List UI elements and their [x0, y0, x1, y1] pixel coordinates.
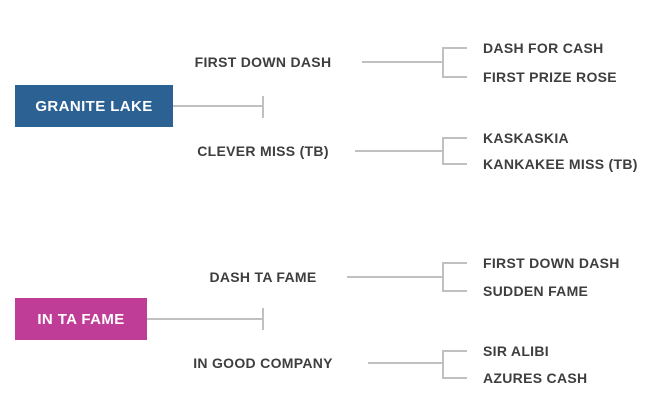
tree2-dam-grandsire-name: SIR ALIBI [483, 343, 549, 359]
tree2-sire-name: DASH TA FAME [209, 269, 317, 285]
connector-tick [262, 96, 264, 118]
connector-hline [362, 61, 443, 63]
tree1-sire-name: FIRST DOWN DASH [194, 54, 332, 70]
tree1-dam-grandsire-name: KASKASKIA [483, 130, 569, 146]
bracket-stub [442, 163, 467, 165]
bracket-stub [442, 47, 467, 49]
bracket-stub [442, 137, 467, 139]
root-box-in-ta-fame[interactable]: IN TA FAME [15, 298, 147, 340]
bracket-stub [442, 377, 467, 379]
tree2-grandsire-name: FIRST DOWN DASH [483, 255, 620, 271]
connector-hline [347, 276, 443, 278]
bracket-stub [442, 76, 467, 78]
bracket-vline [442, 137, 444, 165]
bracket-vline [442, 262, 444, 292]
root-box-granite-lake[interactable]: GRANITE LAKE [15, 85, 173, 127]
tree2-granddam-name: SUDDEN FAME [483, 283, 589, 299]
tree1-dam-granddam-name: KANKAKEE MISS (TB) [483, 156, 638, 172]
bracket-stub [442, 262, 467, 264]
connector-hline [368, 362, 443, 364]
connector-hline [173, 105, 263, 107]
bracket-stub [442, 350, 467, 352]
tree1-dam-name: CLEVER MISS (TB) [197, 143, 329, 159]
tree2-dam-name: IN GOOD COMPANY [193, 355, 333, 371]
bracket-stub [442, 290, 467, 292]
connector-tick [262, 308, 264, 330]
connector-hline [147, 318, 263, 320]
tree1-grandsire-name: DASH FOR CASH [483, 40, 604, 56]
connector-hline [355, 150, 443, 152]
tree2-dam-granddam-name: AZURES CASH [483, 370, 588, 386]
tree1-granddam-name: FIRST PRIZE ROSE [483, 69, 617, 85]
bracket-vline [442, 47, 444, 78]
bracket-vline [442, 350, 444, 379]
